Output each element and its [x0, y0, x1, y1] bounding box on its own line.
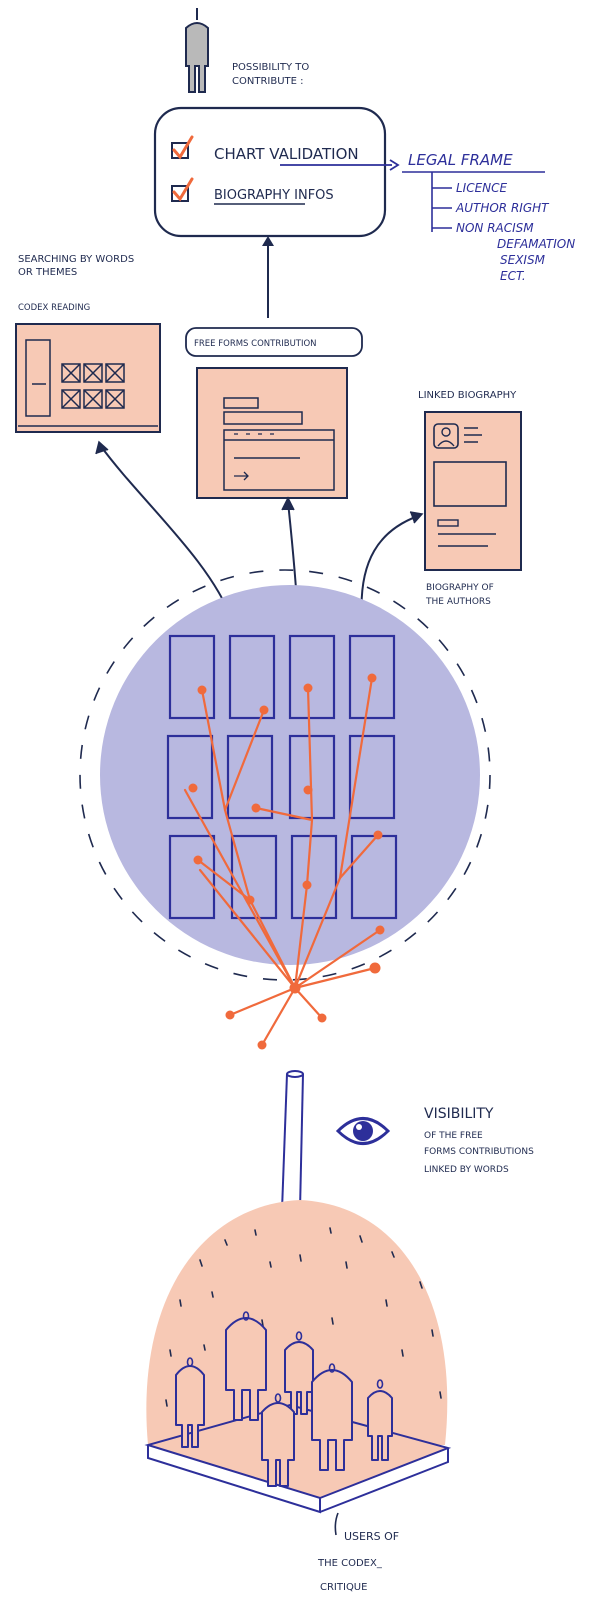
- legal-frame-ticks: [432, 188, 452, 228]
- link-node: [194, 856, 203, 865]
- legal-item-author-right: AUTHOR RIGHT: [455, 201, 550, 215]
- biography-caption-line1: BIOGRAPHY OF: [426, 583, 494, 593]
- link-node: [252, 804, 261, 813]
- contribute-heading-line2: CONTRIBUTE :: [232, 76, 304, 87]
- option-biography-infos[interactable]: BIOGRAPHY INFOS: [214, 188, 334, 203]
- contributor-figure: [186, 8, 208, 92]
- link-node: [304, 684, 313, 693]
- link-node: [258, 1041, 267, 1050]
- link-node: [226, 1011, 235, 1020]
- arrow-up-icon: [262, 236, 274, 246]
- legal-frame-title: LEGAL FRAME: [408, 151, 513, 169]
- biography-caption-line2: THE AUTHORS: [425, 597, 491, 607]
- link-node: [189, 784, 198, 793]
- link-node: [290, 983, 301, 994]
- legal-item-non-racism: NON RACISM: [456, 221, 534, 235]
- legal-item-sexism: SEXISM: [500, 253, 546, 267]
- link-node: [246, 896, 255, 905]
- visibility-line2: OF THE FREE: [424, 1131, 483, 1141]
- eye-icon: [338, 1119, 388, 1144]
- link-node: [370, 963, 381, 974]
- link-node: [318, 1014, 327, 1023]
- users-caption-line1: USERS OF: [344, 1530, 399, 1543]
- legal-item-licence: LICENCE: [456, 181, 508, 195]
- legal-item-defamation: DEFAMATION: [497, 237, 575, 251]
- link-node: [304, 786, 313, 795]
- contribution-panel: [155, 108, 385, 236]
- search-note-line1: SEARCHING BY WORDS: [18, 254, 134, 265]
- link-node: [260, 706, 269, 715]
- users-caption-line2: THE CODEX_: [317, 1558, 383, 1569]
- option-chart-validation[interactable]: CHART VALIDATION: [214, 145, 359, 163]
- codex-reading-screen[interactable]: [16, 324, 160, 432]
- contribute-heading-line1: POSSIBILITY TO: [232, 62, 309, 73]
- search-note-line2: OR THEMES: [18, 267, 77, 278]
- visibility-line4: LINKED BY WORDS: [424, 1165, 509, 1175]
- visibility-line3: FORMS CONTRIBUTIONS: [424, 1147, 534, 1157]
- link-node: [374, 831, 383, 840]
- link-node: [376, 926, 385, 935]
- biography-screen[interactable]: [425, 412, 521, 570]
- free-forms-label: FREE FORMS CONTRIBUTION: [194, 339, 317, 349]
- codex-reading-label: CODEX READING: [18, 303, 90, 313]
- connection-tube: [282, 1071, 303, 1214]
- linked-biography-label: LINKED BIOGRAPHY: [418, 390, 517, 401]
- visibility-line1: VISIBILITY: [424, 1106, 494, 1122]
- free-forms-screen[interactable]: [197, 368, 347, 498]
- link-node: [368, 674, 377, 683]
- link-node: [303, 881, 312, 890]
- link-node: [198, 686, 207, 695]
- users-caption-line3: CRITIQUE: [320, 1582, 367, 1593]
- caption-pointer: [335, 1513, 338, 1535]
- arrow-head-icon: [282, 498, 294, 510]
- legal-item-ect: ECT.: [500, 269, 526, 283]
